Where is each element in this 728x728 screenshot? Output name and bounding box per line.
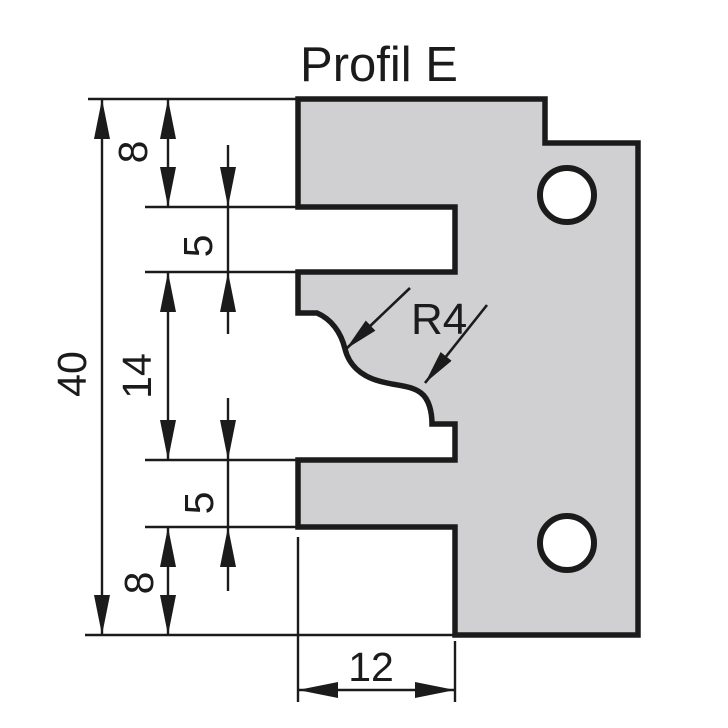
label-overall-height: 40 [49,351,95,397]
label-upper-slot-height: 5 [175,235,221,258]
label-top-thickness: 8 [110,141,156,164]
label-bottom-thickness: 8 [116,572,162,595]
label-middle-section-height: 14 [114,353,160,399]
radius-leader-upper [345,287,411,350]
dimension-labels: 40 8 5 14 5 8 12 R4 [49,141,467,690]
label-lower-tab-height: 5 [176,492,222,515]
drawing-title: Profil E [300,38,458,92]
label-profile-radius: R4 [411,295,467,344]
profile-outline [295,96,641,638]
dimension-lines [94,99,455,698]
label-notch-width: 12 [348,644,394,690]
radius-leaders [345,287,489,384]
radius-leader-lower [423,304,489,384]
mounting-hole-top [537,165,597,225]
profile-shape [295,96,641,638]
mounting-hole-bottom [537,513,597,573]
